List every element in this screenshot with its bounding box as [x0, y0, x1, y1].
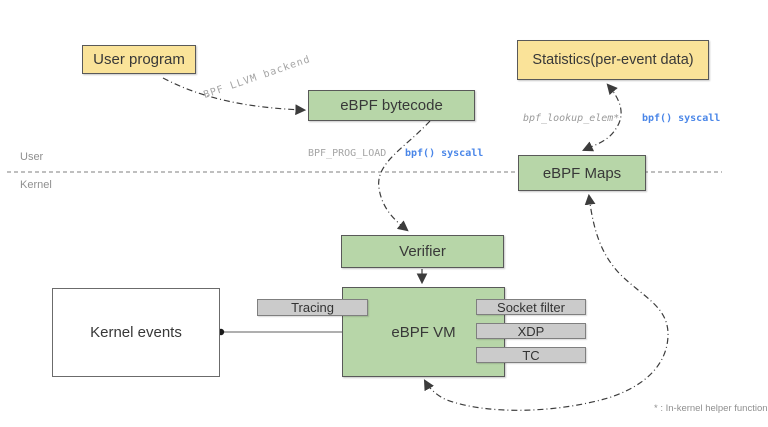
kernel-events-box: Kernel events	[52, 288, 220, 377]
verifier-label: Verifier	[399, 243, 446, 260]
bpf-lookup-elem-label: bpf_lookup_elem*	[523, 113, 620, 124]
ebpf-maps-label: eBPF Maps	[542, 164, 622, 182]
tracing-chip: Tracing	[257, 299, 368, 316]
ebpf-vm-label: eBPF VM	[391, 323, 456, 341]
statistics-box: Statistics(per-event data)	[517, 40, 709, 80]
xdp-chip: XDP	[476, 323, 586, 339]
kernel-zone-label: Kernel	[20, 179, 52, 191]
ebpf-bytecode-box: eBPF bytecode	[308, 90, 475, 121]
user-zone-label: User	[20, 151, 44, 163]
kernel-events-label: Kernel events	[90, 324, 182, 341]
bpf-syscall-right-label: bpf() syscall	[642, 113, 721, 124]
xdp-label: XDP	[517, 323, 545, 339]
tc-chip: TC	[476, 347, 586, 363]
ebpf-maps-box: eBPF Maps	[518, 155, 646, 191]
verifier-box: Verifier	[341, 235, 504, 268]
arrow-bytecode-to-verifier	[378, 120, 431, 232]
ebpf-bytecode-label: eBPF bytecode	[340, 97, 443, 114]
tracing-label: Tracing	[291, 300, 334, 315]
arrow-user-program-to-bytecode	[162, 77, 307, 116]
arrow-maps-to-statistics	[582, 83, 622, 152]
user-program-box: User program	[82, 45, 196, 74]
socket-filter-label: Socket filter	[497, 299, 565, 315]
tc-label: TC	[522, 347, 540, 363]
helper-function-footnote: * : In-kernel helper function	[654, 403, 768, 414]
bpf-syscall-left-label: bpf() syscall	[405, 148, 484, 159]
bpf-prog-load-edge-label: BPF_PROG_LOAD	[308, 148, 387, 159]
arrow-vm-to-maps	[423, 193, 669, 411]
socket-filter-chip: Socket filter	[476, 299, 586, 315]
user-program-label: User program	[93, 51, 185, 68]
statistics-label: Statistics(per-event data)	[532, 52, 694, 68]
